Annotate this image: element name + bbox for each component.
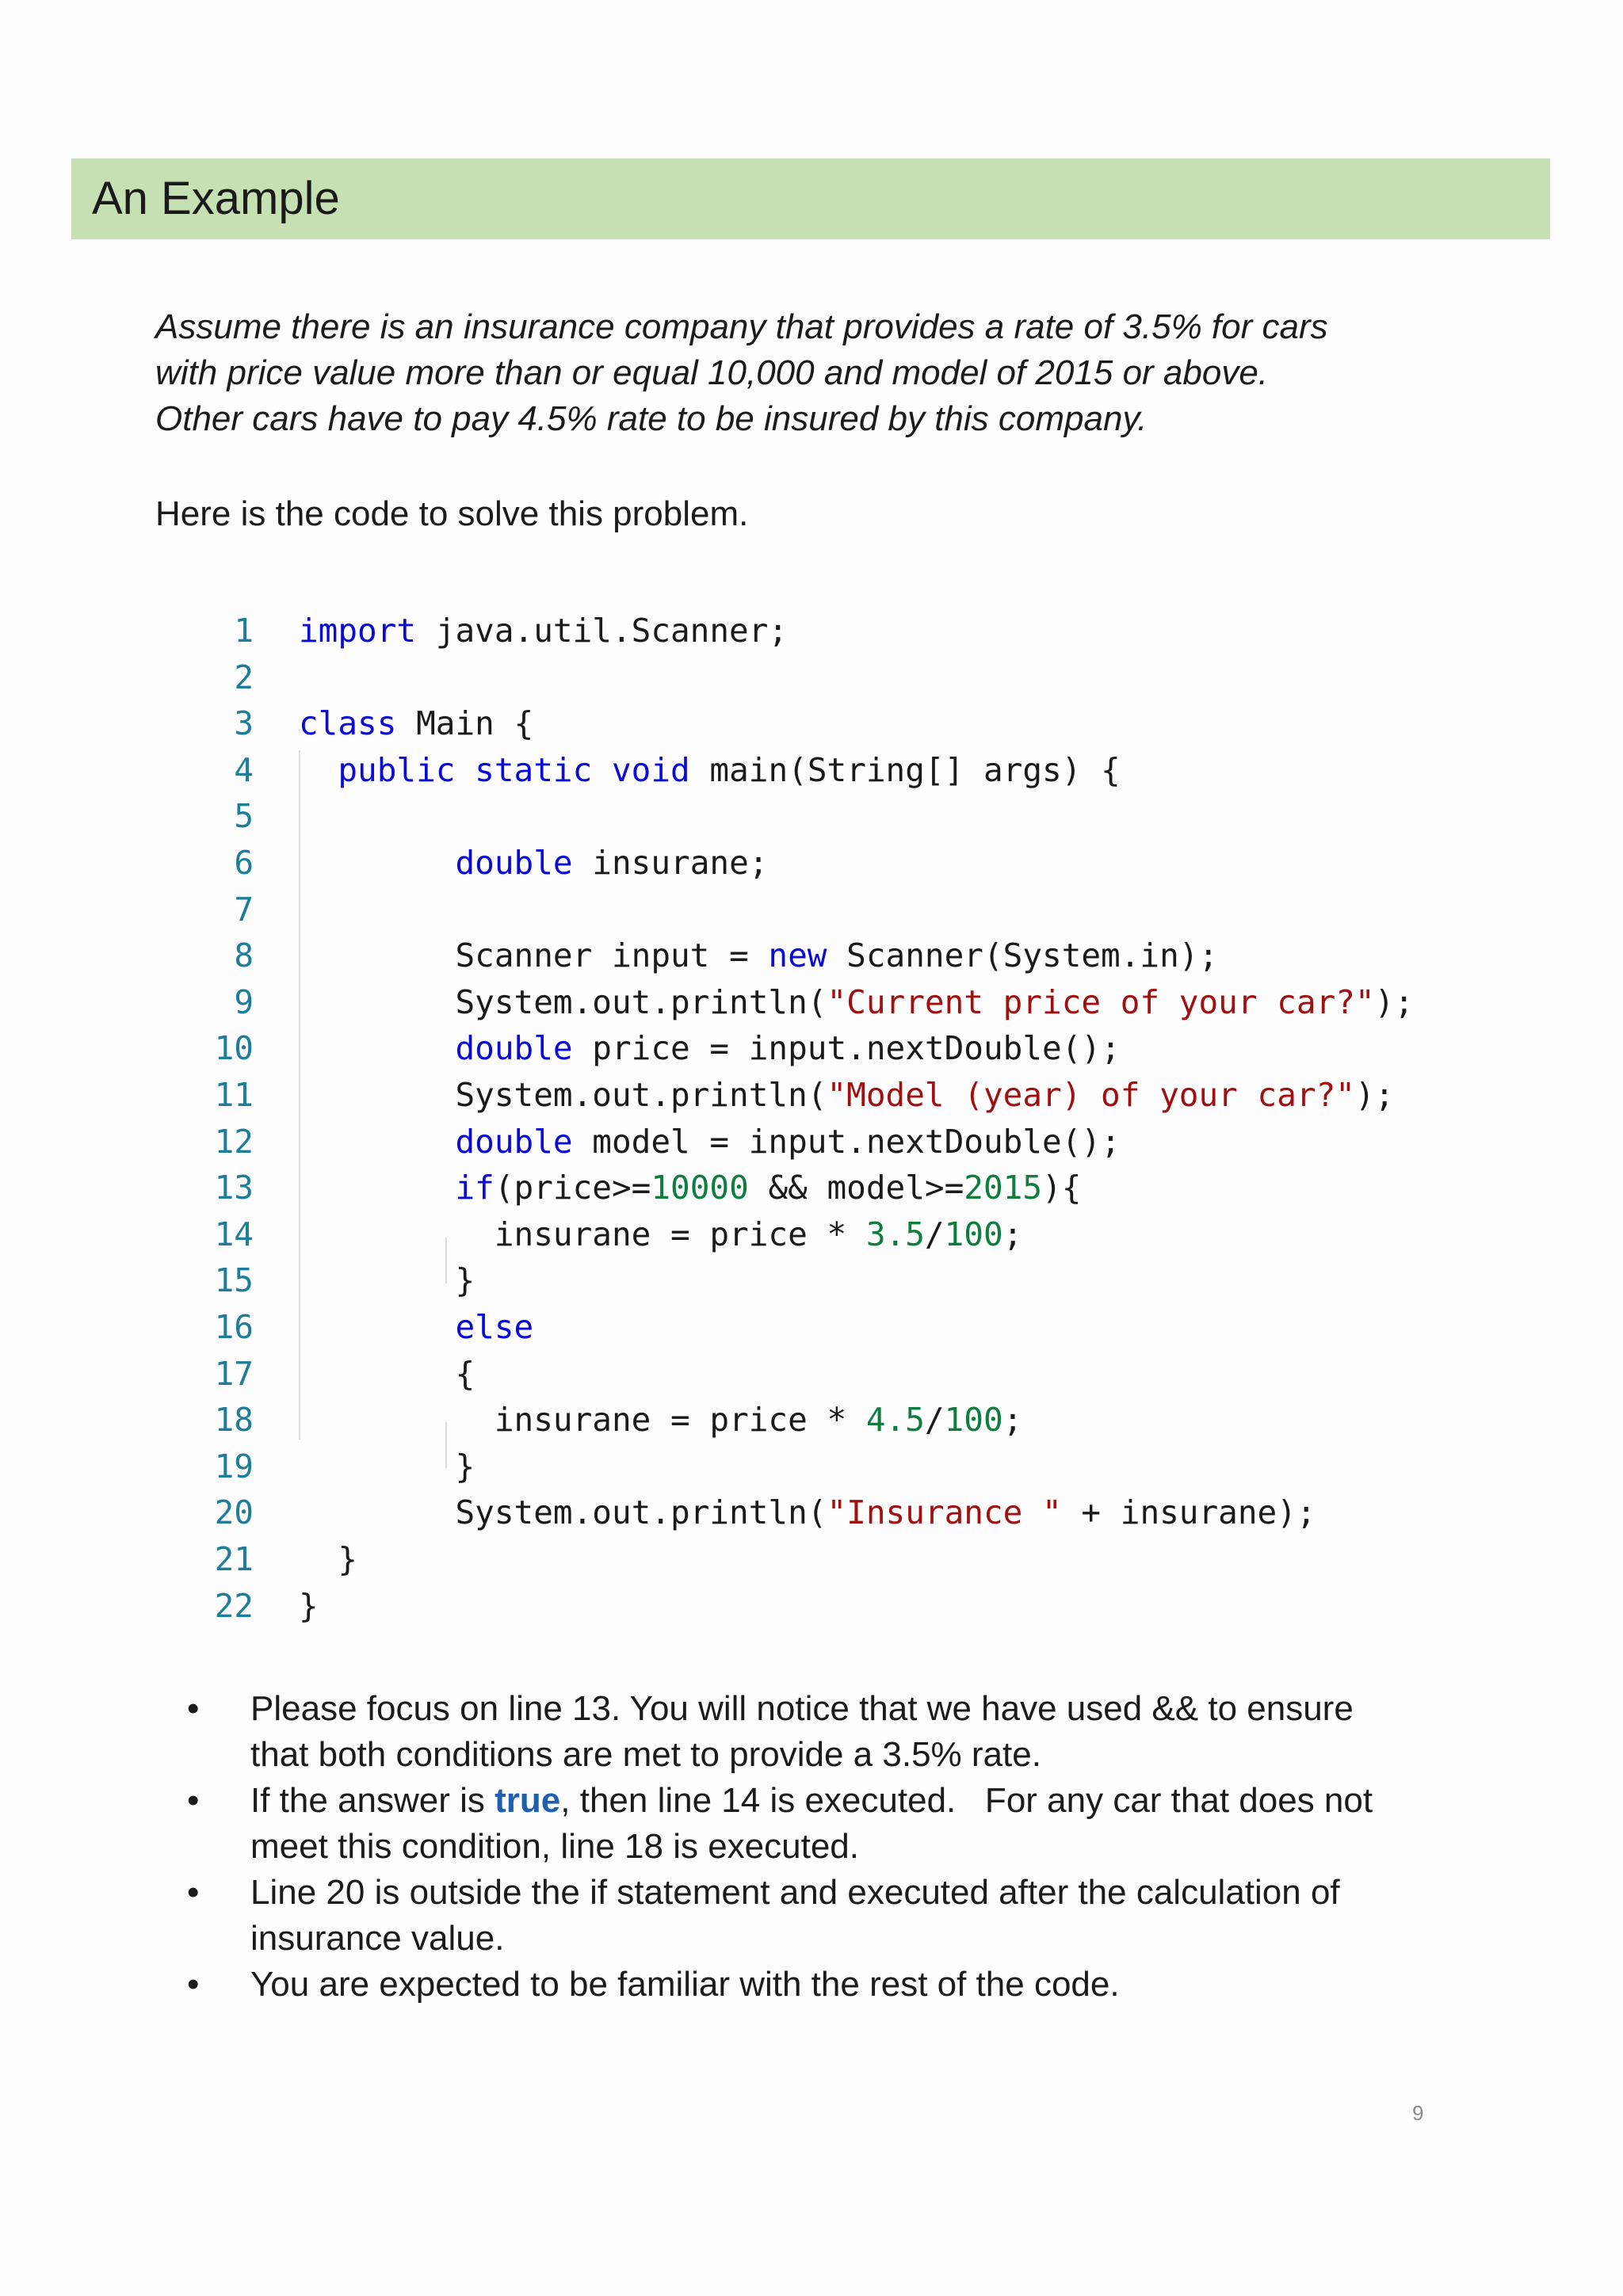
code-text: import java.util.Scanner; [299,612,789,650]
code-text: } [299,1540,358,1578]
line-number: 3 [234,704,254,742]
bullet-item: • Line 20 is outside the if statement an… [187,1870,1518,1962]
bullet-item: • You are expected to be familiar with t… [187,1962,1518,2008]
line-number: 20 [214,1493,254,1531]
bullet-line: Please focus on line 13. You will notice… [250,1689,1354,1728]
code-text: double insurane; [455,844,769,882]
page-number: 9 [1412,2101,1424,2125]
line-number: 19 [214,1447,254,1486]
line-number: 16 [214,1308,254,1346]
line-number: 10 [214,1029,254,1067]
highlight-true: true [495,1781,561,1820]
code-text: if(price>=10000 && model>=2015){ [455,1169,1082,1207]
line-number: 12 [214,1123,254,1161]
title-bar: An Example [71,158,1550,239]
bullet-line: meet this condition, line 18 is executed… [250,1827,860,1866]
indent-guide [445,1422,447,1468]
indent-guide [299,750,300,1440]
intro-line: with price value more than or equal 10,0… [155,353,1269,392]
code-text: class Main { [299,704,534,742]
code-text: double price = input.nextDouble(); [455,1029,1121,1067]
intro-paragraph: Assume there is an insurance company tha… [155,304,1503,442]
code-text: } [299,1587,319,1625]
slide-title: An Example [92,173,340,224]
bullet-line: insurance value. [250,1919,505,1958]
line-number: 5 [234,797,254,835]
code-text: System.out.println("Model (year) of your… [299,1076,1395,1114]
bullet-dot-icon: • [187,1873,200,1912]
code-text: double model = input.nextDouble(); [455,1123,1121,1161]
line-number: 8 [234,936,254,974]
line-number: 9 [234,983,254,1021]
code-text: else [455,1308,534,1346]
line-number: 4 [234,751,254,789]
line-number: 15 [214,1261,254,1299]
intro-line: Assume there is an insurance company tha… [155,307,1328,346]
bullet-list: • Please focus on line 13. You will noti… [187,1686,1518,2008]
bullet-dot-icon: • [187,1965,200,2004]
bullet-line: You are expected to be familiar with the… [250,1965,1120,2004]
bullet-text: , then line 14 is executed. For any car … [560,1781,1373,1820]
bullet-dot-icon: • [187,1689,200,1728]
bullet-line: If the answer is true, then line 14 is e… [250,1778,1518,1824]
line-number: 6 [234,844,254,882]
code-text: insurane = price * 4.5/100; [299,1401,1023,1439]
bullet-line: Line 20 is outside the if statement and … [250,1873,1340,1912]
line-number: 7 [234,891,254,929]
line-number: 18 [214,1401,254,1439]
line-number: 22 [214,1587,254,1625]
line-number: 2 [234,658,254,696]
line-number: 11 [214,1076,254,1114]
line-number: 13 [214,1169,254,1207]
code-text: System.out.println("Insurance " + insura… [299,1493,1316,1531]
code-text: } [299,1447,475,1486]
indent-guide [445,1238,447,1283]
line-number: 14 [214,1215,254,1253]
bullet-dot-icon: • [187,1781,200,1820]
code-text: insurane = price * 3.5/100; [299,1215,1023,1253]
line-number: 21 [214,1540,254,1578]
lead-sentence: Here is the code to solve this problem. [155,494,749,533]
bullet-text: If the answer is [250,1781,495,1820]
line-number: 17 [214,1355,254,1393]
line-number: 1 [234,612,254,650]
code-text: Scanner input = new Scanner(System.in); [299,936,1219,974]
bullet-item: • Please focus on line 13. You will noti… [187,1686,1518,1778]
code-text: { [299,1355,475,1393]
code-text: } [299,1261,475,1299]
intro-line: Other cars have to pay 4.5% rate to be i… [155,399,1148,438]
code-text: public static void main(String[] args) { [338,751,1121,789]
bullet-line: that both conditions are met to provide … [250,1735,1041,1774]
bullet-item: • If the answer is true, then line 14 is… [187,1778,1518,1870]
code-text: System.out.println("Current price of you… [299,983,1415,1021]
